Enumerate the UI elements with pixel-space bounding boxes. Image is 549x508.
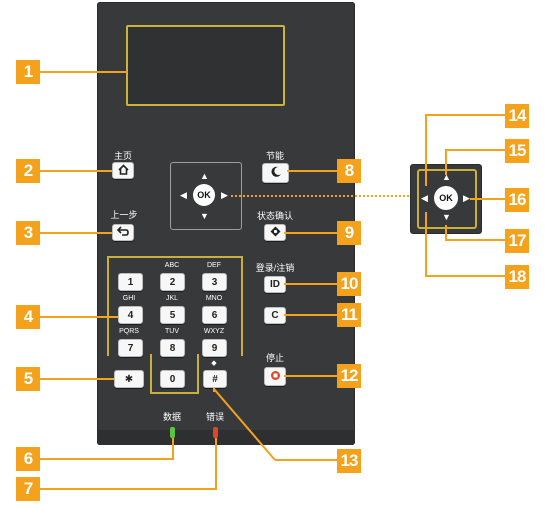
home-label: 主页: [113, 151, 132, 161]
callout-1: 1: [16, 60, 40, 84]
clear-button[interactable]: C: [264, 307, 286, 324]
key-letters-2: ABC: [164, 262, 180, 269]
star-key[interactable]: ✱: [114, 370, 144, 388]
callout-3: 3: [16, 221, 40, 245]
callout-2: 2: [16, 159, 40, 183]
leader-1: [40, 71, 128, 73]
back-label: 上一步: [110, 210, 138, 220]
key-letters-9: WXYZ: [203, 328, 225, 335]
leader-12: [284, 375, 337, 377]
key-letters-8: TUV: [165, 328, 179, 335]
up-arrow-key[interactable]: ▲: [200, 171, 209, 181]
moon-icon: [270, 166, 282, 181]
ok-button[interactable]: OK: [193, 184, 215, 206]
key-1[interactable]: 1: [118, 273, 143, 291]
keypad-frame-bottom: [150, 354, 199, 394]
key-7[interactable]: 7: [118, 339, 143, 357]
nav-dotted-leader: [231, 195, 417, 197]
detail-down-arrow[interactable]: ▼: [442, 212, 451, 222]
energy-saver-label: 节能: [265, 151, 284, 161]
callout-12: 12: [337, 364, 361, 388]
leader-9: [284, 232, 337, 234]
display-screen: [126, 25, 285, 106]
callout-5: 5: [16, 367, 40, 391]
key-letters-3: DEF: [207, 262, 221, 269]
data-led: [170, 427, 175, 438]
key-5[interactable]: 5: [160, 306, 185, 324]
stop-label: 停止: [265, 353, 284, 363]
panel-base: [97, 430, 355, 445]
error-led-label: 错误: [205, 412, 224, 422]
back-arrow-icon: [116, 226, 129, 239]
key-3[interactable]: 3: [202, 273, 227, 291]
callout-4: 4: [16, 305, 40, 329]
home-button[interactable]: [112, 162, 134, 179]
callout-13: 13: [337, 449, 361, 473]
leader-2: [40, 170, 112, 172]
leader-8: [287, 170, 337, 172]
key-letters-5: JKL: [165, 295, 179, 302]
hash-key[interactable]: #: [203, 370, 227, 388]
callout-15: 15: [505, 139, 529, 163]
leader-3: [40, 232, 112, 234]
leader-6-v: [172, 438, 174, 460]
callout-9: 9: [337, 221, 361, 245]
home-icon: [117, 163, 129, 178]
back-button[interactable]: [112, 224, 134, 241]
key-0[interactable]: 0: [160, 370, 185, 388]
leader-11: [284, 314, 337, 316]
id-button[interactable]: ID: [264, 276, 286, 293]
status-monitor-label: 状态确认: [256, 211, 293, 221]
leader-7-h: [40, 488, 217, 490]
key-6[interactable]: 6: [202, 306, 227, 324]
callout-16: 16: [505, 188, 529, 212]
key-letters-7: PQRS: [119, 328, 139, 335]
callout-17: 17: [505, 229, 529, 253]
error-led: [213, 427, 218, 438]
down-arrow-key[interactable]: ▼: [200, 211, 209, 221]
id-login-label: 登录/注销: [255, 263, 295, 273]
key-letters-6: MNO: [205, 295, 223, 302]
right-arrow-key[interactable]: ▶: [221, 190, 228, 200]
key-4[interactable]: 4: [118, 306, 143, 324]
stop-icon: [270, 370, 281, 384]
callout-8: 8: [337, 159, 361, 183]
leader-7-v: [215, 438, 217, 490]
detail-right-arrow[interactable]: ▶: [463, 193, 470, 203]
left-arrow-key[interactable]: ◀: [180, 190, 187, 200]
hash-top-mark: ◆: [211, 360, 217, 367]
callout-11: 11: [337, 303, 361, 327]
status-monitor-button[interactable]: [264, 224, 286, 241]
detail-ok-button[interactable]: OK: [434, 186, 458, 210]
leader-6-h: [40, 458, 174, 460]
key-8[interactable]: 8: [160, 339, 185, 357]
key-2[interactable]: 2: [160, 273, 185, 291]
data-led-label: 数据: [162, 412, 181, 422]
key-9[interactable]: 9: [202, 339, 227, 357]
detail-up-arrow[interactable]: ▲: [442, 172, 451, 182]
callout-10: 10: [337, 272, 361, 296]
leader-4: [40, 316, 118, 318]
leader-10: [284, 283, 337, 285]
status-diamond-icon: [270, 226, 281, 240]
stop-button[interactable]: [264, 367, 286, 386]
leader-13-diagonal: [213, 388, 341, 461]
callout-18: 18: [505, 265, 529, 289]
leader-5: [40, 378, 114, 380]
callout-14: 14: [505, 104, 529, 128]
detail-left-arrow[interactable]: ◀: [421, 193, 428, 203]
energy-saver-button[interactable]: [262, 163, 289, 183]
callout-6: 6: [16, 447, 40, 471]
callout-7: 7: [16, 477, 40, 501]
detail-leaders: [425, 114, 506, 277]
keypad-frame: [107, 256, 243, 356]
key-letters-4: GHI: [122, 295, 136, 302]
